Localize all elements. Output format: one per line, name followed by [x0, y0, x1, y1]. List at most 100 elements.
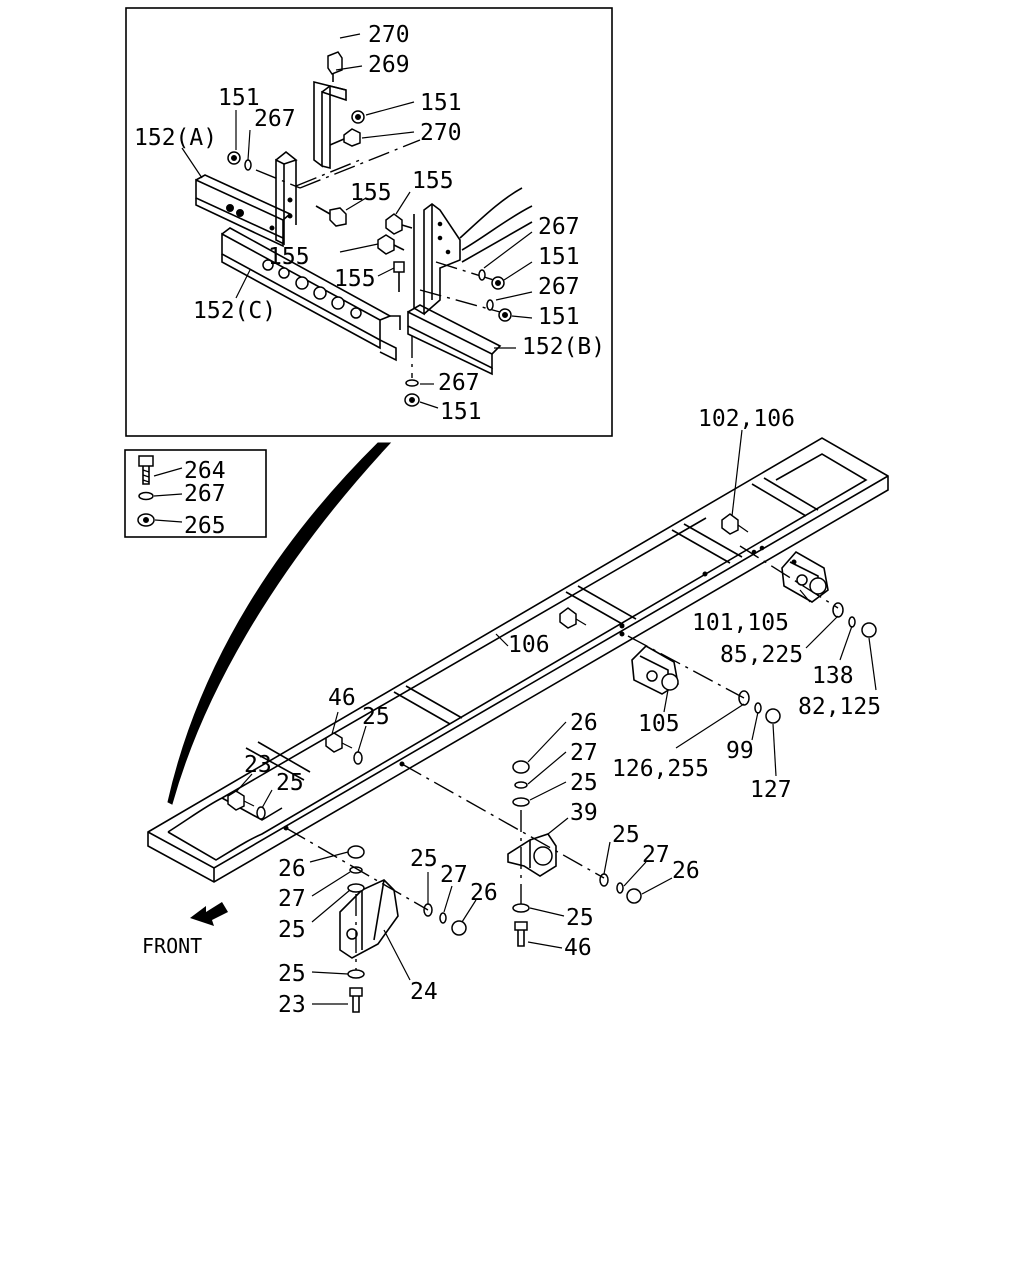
hanger-39: [507, 833, 557, 877]
mid-hanger-105: [631, 645, 679, 695]
nut-127: [765, 708, 781, 724]
label-25-mid-low: 25: [566, 905, 594, 931]
washer-267-bottom: [405, 379, 419, 387]
label-155-a: 155: [350, 180, 392, 206]
label-270-side: 270: [420, 120, 462, 146]
label-105: 105: [638, 711, 680, 737]
bracket-right: [413, 187, 533, 316]
washer-25-top: [353, 751, 363, 765]
label-267-legend: 267: [184, 481, 226, 507]
label-155-c: 155: [268, 244, 310, 270]
chassis-frame: [147, 437, 889, 883]
nut-26-mid: [512, 760, 530, 774]
label-25-left-b: 25: [278, 917, 306, 943]
detail-leaders: [181, 33, 533, 409]
rail-152b: [407, 304, 502, 376]
bolt-23-top: [227, 790, 245, 811]
front-arrow-icon: [190, 902, 228, 926]
bracket-269: [313, 80, 347, 170]
label-26-mid: 26: [570, 710, 598, 736]
main-fasteners: [227, 513, 877, 1013]
label-25-left-low: 25: [278, 961, 306, 987]
label-85-225: 85,225: [720, 642, 803, 668]
bolt-264-icon: [138, 455, 154, 485]
label-25-side: 25: [410, 846, 438, 872]
label-27-side: 27: [440, 862, 468, 888]
washer-27-right: [616, 882, 624, 894]
label-151-top: 151: [420, 90, 462, 116]
label-26-right: 26: [672, 858, 700, 884]
nut-82: [861, 622, 877, 638]
bolt-155-upper: [385, 213, 413, 235]
bracket-24: [339, 879, 399, 959]
label-269: 269: [368, 52, 410, 78]
bolt-155-low: [393, 261, 405, 292]
detail-frame: [125, 7, 613, 437]
label-25-left: 25: [276, 770, 304, 796]
label-25-right: 25: [612, 822, 640, 848]
label-26-left: 26: [278, 856, 306, 882]
legend-box: 264 267 265: [124, 449, 267, 539]
washer-138: [848, 616, 856, 628]
rail-152c: [221, 227, 401, 362]
label-138: 138: [812, 663, 854, 689]
nut-151-right-b: [498, 308, 512, 322]
washer-25-mid-low: [512, 903, 530, 913]
label-151-left: 151: [218, 85, 260, 111]
nut-151-right-a: [491, 276, 505, 290]
label-46-mid: 46: [564, 935, 592, 961]
legend-frame: [124, 449, 267, 538]
main-centerlines: [285, 545, 839, 970]
washer-25-left-b: [347, 883, 365, 893]
label-23-low: 23: [278, 992, 306, 1018]
label-151-right-a: 151: [538, 244, 580, 270]
label-39: 39: [570, 800, 598, 826]
label-267-right-b: 267: [538, 274, 580, 300]
bolt-102: [721, 513, 739, 535]
label-152a: 152(A): [134, 125, 217, 151]
label-26-side: 26: [470, 880, 498, 906]
bolt-155-center: [315, 205, 347, 227]
vertical-bracket: [275, 150, 298, 246]
label-155-b: 155: [412, 168, 454, 194]
label-25-mid: 25: [570, 770, 598, 796]
label-151-right-b: 151: [538, 304, 580, 330]
label-126-255: 126,255: [612, 756, 709, 782]
washer-27-side: [439, 912, 447, 924]
washer-27-mid: [514, 781, 528, 789]
detail-inset: 270 269 151 267 151 270 152(A) 155 155 1…: [125, 7, 613, 437]
rear-hanger-101: [781, 550, 829, 603]
label-264: 264: [184, 458, 226, 484]
label-24: 24: [410, 979, 438, 1005]
washer-25-left: [256, 806, 266, 820]
nut-26-right: [626, 888, 642, 904]
washer-25-left-low: [347, 969, 365, 979]
zoom-arc: [167, 442, 392, 805]
label-102-106: 102,106: [698, 406, 795, 432]
washer-267-icon: [138, 491, 154, 501]
label-155-d: 155: [334, 266, 376, 292]
label-270-top: 270: [368, 22, 410, 48]
label-101-105: 101,105: [692, 610, 789, 636]
nut-26-left: [347, 845, 365, 859]
label-152c: 152(C): [193, 298, 276, 324]
washer-99: [754, 702, 762, 714]
bolt-46-mid: [514, 921, 528, 931]
nut-26-side: [451, 920, 467, 936]
label-82-125: 82,125: [798, 694, 881, 720]
nut-151-left: [227, 151, 241, 165]
front-label: FRONT: [142, 934, 202, 958]
label-267-bottom: 267: [438, 370, 480, 396]
bolt-155-mid: [377, 234, 405, 255]
nut-151-bottom: [404, 393, 420, 407]
label-25-top: 25: [362, 704, 390, 730]
washer-27-left: [349, 866, 363, 874]
washer-267-left: [244, 159, 252, 171]
label-267-left: 267: [254, 106, 296, 132]
label-27-left: 27: [278, 886, 306, 912]
label-265: 265: [184, 513, 226, 539]
bolt-106: [559, 607, 577, 629]
label-267-right-a: 267: [538, 214, 580, 240]
label-27-mid: 27: [570, 740, 598, 766]
